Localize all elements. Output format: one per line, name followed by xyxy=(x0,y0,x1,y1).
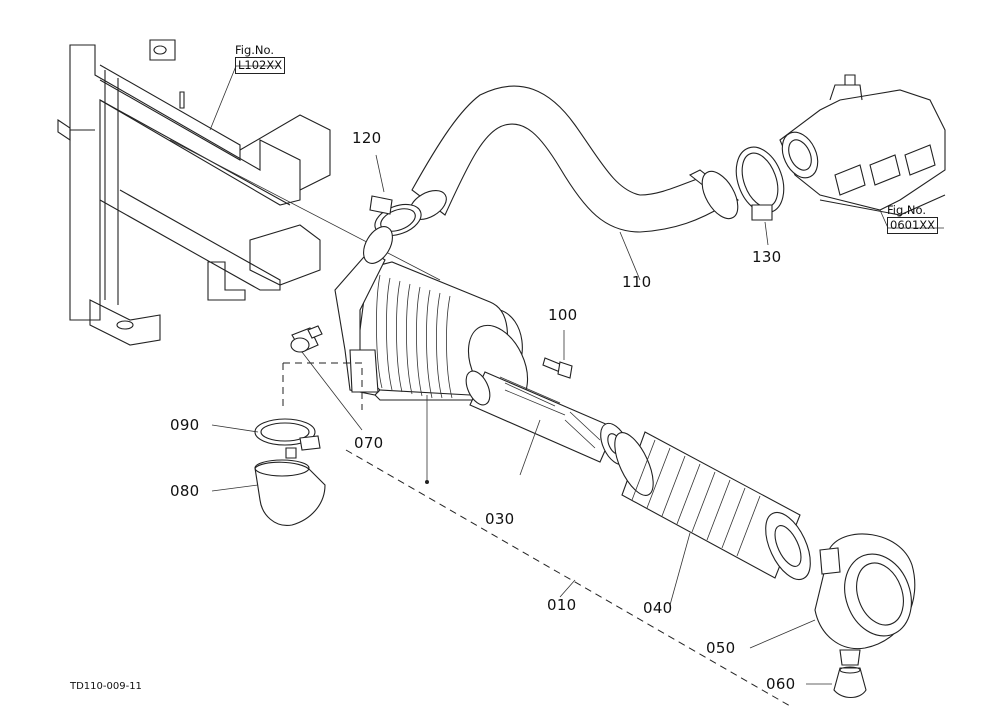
cover-050 xyxy=(749,533,916,666)
figure-ref-frame: Fig.No. L102XX xyxy=(235,43,286,74)
figure-ref-number: L102XX xyxy=(235,57,286,74)
figure-ref-label: Fig.No. xyxy=(235,43,275,57)
clamp-090 xyxy=(211,418,321,459)
hose-110 xyxy=(409,85,740,281)
air-cleaner-body xyxy=(334,226,529,484)
outer-element-pleats xyxy=(631,439,761,557)
callout-050: 050 xyxy=(706,639,736,657)
inner-element-030 xyxy=(465,370,630,476)
callout-120: 120 xyxy=(352,129,382,147)
callout-070: 070 xyxy=(354,434,384,452)
tractor-frame xyxy=(57,39,441,346)
clamp-130 xyxy=(735,146,785,246)
drawing-id: TD110-009-11 xyxy=(70,681,142,692)
callout-040: 040 xyxy=(643,599,673,617)
air-cleaner-ribs xyxy=(376,274,453,399)
figure-ref-manifold: Fig.No. 0601XX xyxy=(887,203,939,234)
plug-070 xyxy=(290,325,363,431)
callout-110: 110 xyxy=(622,273,652,291)
callout-090: 090 xyxy=(170,416,200,434)
figure-ref-label: Fig.No. xyxy=(887,203,927,217)
callout-080: 080 xyxy=(170,482,200,500)
valve-060 xyxy=(806,666,867,699)
callout-130: 130 xyxy=(752,248,782,266)
assembly-boundary xyxy=(282,362,791,707)
callout-100: 100 xyxy=(548,306,578,324)
callout-010: 010 xyxy=(547,596,577,614)
outer-element-040 xyxy=(614,431,811,606)
intake-manifold xyxy=(779,74,946,229)
bolt-100 xyxy=(542,330,573,379)
inlet-cap-080 xyxy=(211,459,326,526)
figure-ref-number: 0601XX xyxy=(887,217,939,234)
callout-060: 060 xyxy=(766,675,796,693)
callout-030: 030 xyxy=(485,510,515,528)
